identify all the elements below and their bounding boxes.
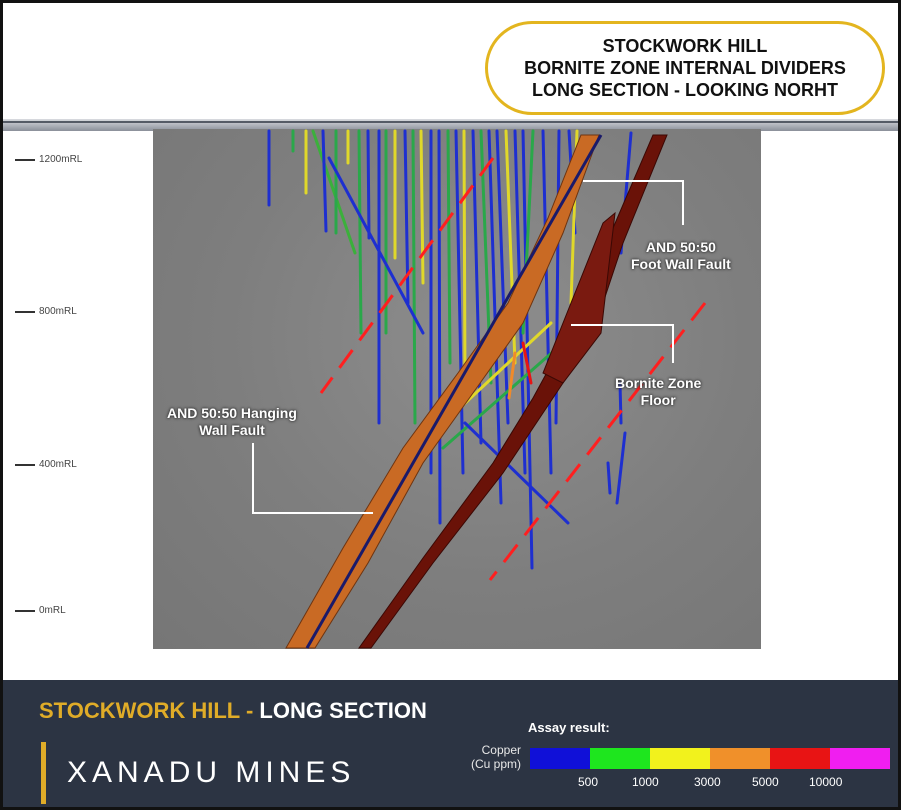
- hanging-wall-fault-edge: [305, 134, 603, 649]
- legend-tick-1000: 1000: [632, 775, 659, 789]
- legend-swatch-blue: [530, 748, 590, 769]
- internal-divider-upper: [319, 157, 495, 394]
- title-line-2: BORNITE ZONE INTERNAL DIVIDERS: [524, 58, 846, 78]
- drill-hole: [606, 461, 612, 495]
- foot-wall-fault-label: AND 50:50 Foot Wall Fault: [631, 239, 731, 273]
- legend-swatch-orange: [710, 748, 770, 769]
- callout-line: Wall Fault: [199, 422, 265, 438]
- scale-tick-1200: [15, 159, 35, 161]
- callout-line: Bornite Zone: [615, 375, 702, 391]
- internal-divider-lower: [488, 302, 707, 581]
- drill-hole: [446, 129, 452, 365]
- gold-accent-bar: [41, 742, 46, 804]
- title-line-3: LONG SECTION - LOOKING NORHT: [532, 80, 838, 100]
- legend-tick-5000: 5000: [752, 775, 779, 789]
- leader-line-foot-wall: [583, 180, 684, 225]
- drill-hole: [495, 129, 510, 425]
- callout-line: Foot Wall Fault: [631, 256, 731, 272]
- copper-label-line2: (Cu ppm): [470, 757, 521, 771]
- drill-hole: [411, 129, 417, 425]
- callout-line: AND 50:50: [645, 239, 716, 255]
- legend-swatch-magenta: [830, 748, 890, 769]
- scale-tick-400: [15, 464, 35, 466]
- footer-title-part2: LONG SECTION: [259, 698, 427, 723]
- scale-tick-800: [15, 311, 35, 313]
- scale-label-1200: 1200mRL: [39, 154, 83, 165]
- hanging-wall-fault-label: AND 50:50 Hanging Wall Fault: [167, 405, 297, 439]
- drill-hole: [321, 129, 328, 233]
- section-diagram: [252, 129, 707, 649]
- assay-result-label: Assay result:: [528, 720, 610, 735]
- drill-hole: [441, 341, 565, 450]
- scale-tick-0: [15, 610, 35, 612]
- drill-hole: [437, 129, 442, 525]
- drill-hole: [507, 351, 517, 400]
- bornite-zone-floor-body: [542, 211, 616, 384]
- company-name: XANADU MINES: [67, 756, 356, 789]
- legend-swatch-green: [590, 748, 650, 769]
- scale-label-800: 800mRL: [39, 306, 77, 317]
- callout-line: AND 50:50 Hanging: [167, 405, 297, 421]
- callout-line: Floor: [640, 392, 676, 408]
- drill-hole: [462, 129, 467, 385]
- ground-surface-line: [3, 121, 898, 123]
- drill-hole: [521, 129, 534, 570]
- drill-hole: [541, 129, 553, 475]
- drill-hole: [454, 129, 465, 475]
- drill-hole: [357, 129, 363, 335]
- footer-title: STOCKWORK HILL - LONG SECTION: [39, 698, 427, 724]
- legend-tick-10000: 10000: [809, 775, 843, 789]
- legend-swatch-red: [770, 748, 830, 769]
- assay-legend-bar: [530, 748, 890, 769]
- drill-hole: [618, 381, 623, 425]
- drill-hole: [615, 431, 627, 505]
- drill-hole: [521, 341, 533, 385]
- drill-hole: [327, 156, 425, 335]
- leader-line-hanging-wall: [252, 443, 373, 514]
- title-line-1: STOCKWORK HILL: [602, 36, 768, 56]
- drill-hole: [366, 129, 371, 240]
- scale-label-0: 0mRL: [39, 605, 66, 616]
- legend-swatch-yellow: [650, 748, 710, 769]
- drill-hole: [463, 421, 570, 525]
- scale-label-400: 400mRL: [39, 459, 77, 470]
- drill-hole: [311, 129, 357, 255]
- footer-banner: STOCKWORK HILL - LONG SECTION XANADU MIN…: [3, 680, 898, 807]
- bornite-zone-floor-label: Bornite Zone Floor: [615, 375, 701, 409]
- copper-label: Copper (Cu ppm): [439, 743, 521, 771]
- legend-tick-3000: 3000: [694, 775, 721, 789]
- footer-title-part1: STOCKWORK HILL -: [39, 698, 260, 723]
- legend-tick-500: 500: [578, 775, 599, 789]
- leader-line-bornite-floor: [571, 324, 674, 363]
- title-box: STOCKWORK HILL BORNITE ZONE INTERNAL DIV…: [485, 21, 885, 115]
- drill-hole: [419, 129, 425, 285]
- copper-label-line1: Copper: [481, 743, 521, 757]
